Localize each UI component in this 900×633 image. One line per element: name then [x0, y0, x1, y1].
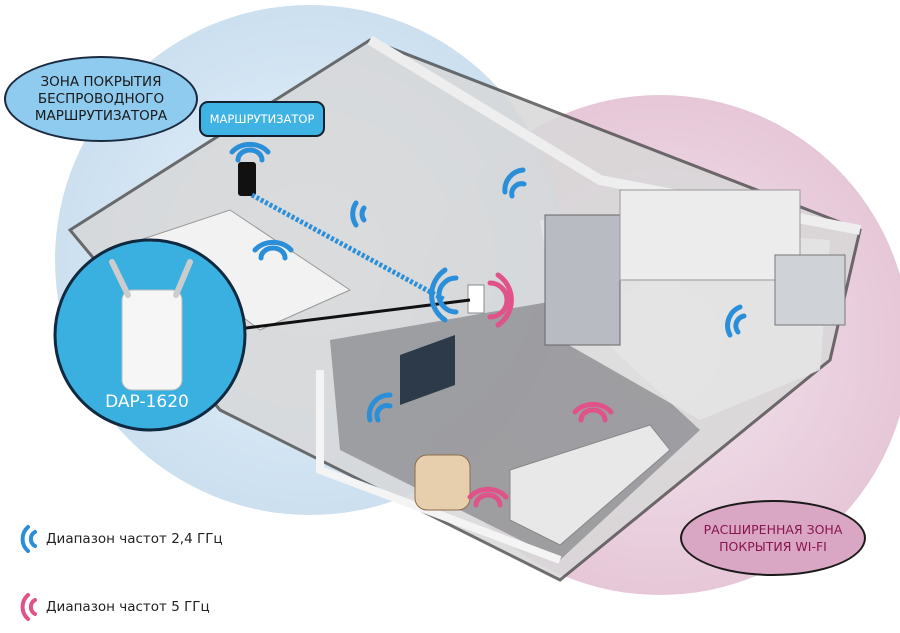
wifi-arc-icon	[725, 304, 747, 338]
antenna	[109, 259, 131, 298]
walls	[316, 370, 562, 564]
chair	[414, 454, 471, 511]
legend-item-5ghz: Диапазон частот 5 ГГц	[18, 592, 210, 622]
extended-coverage-label: РАСШИРЕННАЯ ЗОНА ПОКРЫТИЯ WI-FI	[680, 500, 866, 576]
callout-line	[229, 298, 471, 332]
wifi-arc-icon	[572, 401, 614, 423]
repeater-link	[250, 192, 447, 303]
wifi-arc-icon	[487, 272, 514, 328]
wifi-arc-icon	[429, 267, 459, 323]
legend-label: Диапазон частот 5 ГГц	[46, 599, 210, 615]
sofa	[509, 424, 671, 546]
dap-device-image	[121, 289, 183, 391]
wifi-arc-icon	[252, 239, 294, 261]
wifi-arc-icon	[229, 141, 271, 163]
wifi-arc-icon	[366, 392, 393, 423]
legend-label: Диапазон частот 2,4 ГГц	[46, 531, 223, 547]
kitchen-cabinets	[619, 189, 801, 281]
router-coverage-label: ЗОНА ПОКРЫТИЯ БЕСПРОВОДНОГО МАРШРУТИЗАТО…	[4, 56, 198, 142]
router-device	[238, 162, 256, 196]
wifi-arc-icon	[350, 200, 367, 228]
legend-item-2-4ghz: Диапазон частот 2,4 ГГц	[18, 524, 223, 554]
antenna	[173, 259, 193, 298]
fridge	[544, 214, 621, 346]
extender-on-wall	[467, 284, 485, 314]
washer	[774, 254, 846, 326]
tv	[400, 335, 455, 405]
wifi-arc-icon	[502, 167, 527, 199]
device-model-label: DAP-1620	[105, 392, 189, 412]
wifi-arc-icon	[467, 486, 509, 508]
wifi-arc-icon	[20, 593, 37, 621]
router-label: МАРШРУТИЗАТОР	[199, 101, 325, 137]
wifi-arc-icon	[20, 525, 37, 553]
